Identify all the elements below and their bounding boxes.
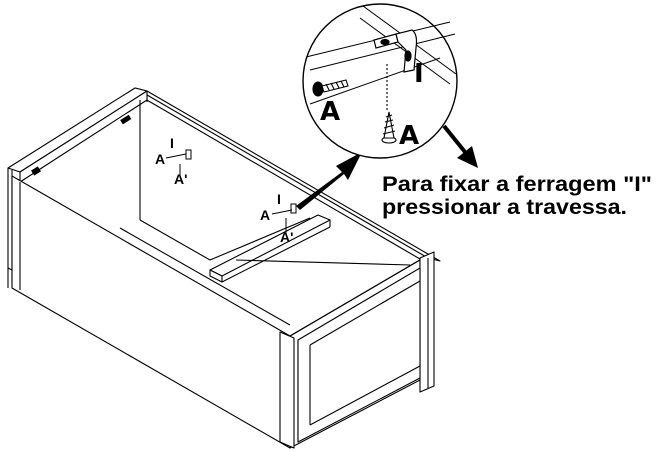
- right-i-label: I: [277, 191, 281, 207]
- callout-a-bottom-label: A: [399, 121, 419, 151]
- cabinet-right-edge: [279, 251, 435, 449]
- cross-rail: [209, 214, 411, 283]
- callout-a-left-label: A: [320, 97, 340, 127]
- instruction-arrow: [442, 124, 478, 168]
- left-hardware-group: I A A': [155, 135, 192, 187]
- detail-callout: I A A: [302, 3, 458, 159]
- cabinet-floor: [119, 217, 311, 326]
- left-a-bottom-label: A': [174, 171, 187, 187]
- screw-vertical-icon: [381, 64, 397, 144]
- left-a-side-label: A: [155, 151, 165, 167]
- screw-horizontal-icon: [312, 79, 349, 97]
- instruction-line-1: Para fixar a ferragem "I": [382, 173, 652, 196]
- instruction-line-2: pressionar a travessa.: [382, 196, 627, 219]
- left-i-label: I: [170, 135, 174, 151]
- bracket-hardware-icon: [373, 29, 418, 73]
- cabinet-inner-back-wall: [139, 100, 211, 261]
- callout-pointer-arrow: [296, 152, 362, 210]
- callout-i-label: I: [414, 59, 424, 89]
- instruction-text: Para fixar a ferragem "I" pressionar a t…: [382, 173, 652, 219]
- right-a-side-label: A: [260, 207, 270, 223]
- left-top-hardware: [31, 114, 132, 176]
- right-a-bottom-label: A': [280, 229, 293, 245]
- right-hardware-group: I A A': [260, 191, 297, 245]
